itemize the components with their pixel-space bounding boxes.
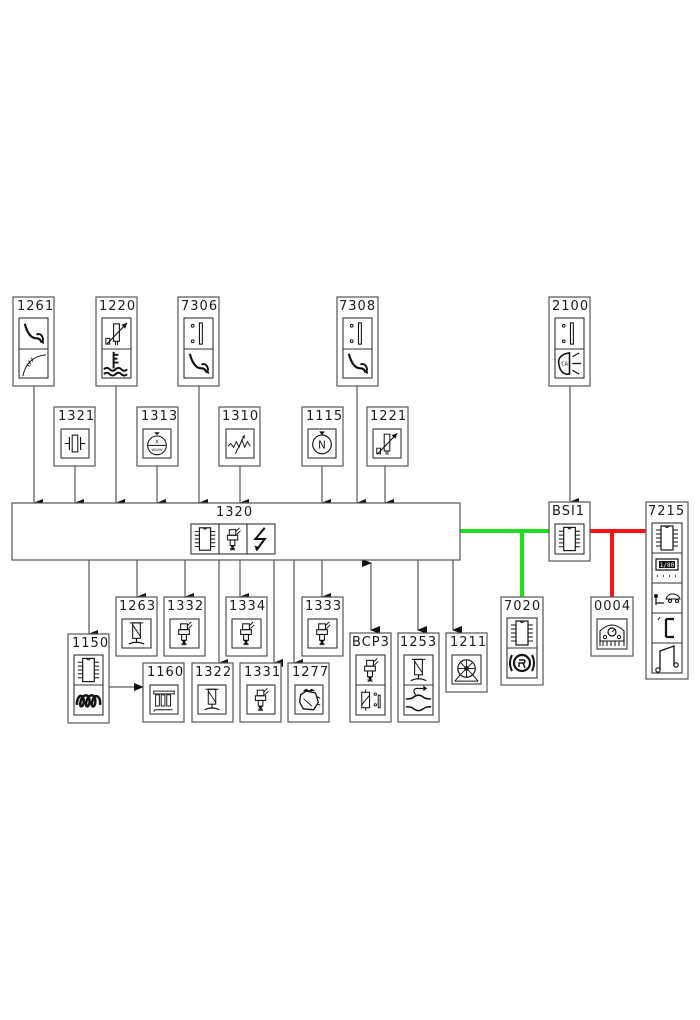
- component-bsi1[interactable]: BSI1: [548, 501, 591, 562]
- component-1253-label: 1253: [400, 635, 437, 650]
- component-1313[interactable]: 1313: [136, 406, 179, 467]
- component-7215-label: 7215: [648, 504, 685, 519]
- signal-wires: [33, 386, 579, 691]
- component-1333[interactable]: 1333: [301, 596, 344, 657]
- ecu-1320[interactable]: 1320: [11, 502, 461, 561]
- component-7308[interactable]: 7308: [336, 296, 379, 387]
- component-1331[interactable]: 1331: [239, 662, 282, 723]
- component-7306-label: 7306: [181, 299, 218, 314]
- component-1221[interactable]: 1221: [366, 406, 409, 467]
- component-1313-label: 1313: [141, 409, 178, 424]
- component-7306[interactable]: 7306: [177, 296, 220, 387]
- component-1332-label: 1332: [167, 599, 204, 614]
- component-1150-label: 1150: [72, 636, 109, 651]
- ecu-1320-label: 1320: [216, 505, 253, 520]
- component-1334-label: 1334: [229, 599, 266, 614]
- can-bus: [460, 529, 549, 597]
- component-1160[interactable]: 1160: [142, 662, 185, 723]
- component-1332[interactable]: 1332: [163, 596, 206, 657]
- component-1333-label: 1333: [305, 599, 342, 614]
- component-7020[interactable]: 7020: [500, 596, 544, 686]
- component-1115-label: 1115: [306, 409, 343, 424]
- component-bsi1-label: BSI1: [552, 504, 585, 519]
- component-bcp3[interactable]: BCP3: [349, 632, 392, 723]
- component-1321[interactable]: 1321: [53, 406, 96, 467]
- component-1221-label: 1221: [370, 409, 407, 424]
- component-1334[interactable]: 1334: [225, 596, 268, 657]
- component-1253[interactable]: 1253: [397, 632, 440, 723]
- component-1310[interactable]: 1310: [218, 406, 261, 467]
- component-1220[interactable]: 1220: [95, 296, 138, 387]
- component-1263-label: 1263: [119, 599, 156, 614]
- component-1261[interactable]: 1261: [12, 296, 55, 387]
- component-1322-label: 1322: [195, 665, 232, 680]
- component-1115[interactable]: 1115: [301, 406, 344, 467]
- component-1263[interactable]: 1263: [115, 596, 158, 657]
- component-1277[interactable]: 1277: [287, 662, 330, 723]
- component-1277-label: 1277: [292, 665, 329, 680]
- component-1150[interactable]: 1150: [67, 633, 110, 724]
- component-2100[interactable]: 2100: [548, 296, 591, 387]
- component-1211[interactable]: 1211: [445, 632, 488, 693]
- component-1331-label: 1331: [244, 665, 281, 680]
- component-1321-label: 1321: [58, 409, 95, 424]
- component-2100-label: 2100: [552, 299, 589, 314]
- component-7020-label: 7020: [504, 599, 541, 614]
- component-1220-label: 1220: [99, 299, 136, 314]
- component-0004-label: 0004: [594, 599, 631, 614]
- component-bcp3-label: BCP3: [352, 635, 390, 650]
- component-1310-label: 1310: [222, 409, 259, 424]
- component-1322[interactable]: 1322: [191, 662, 234, 723]
- component-1261-label: 1261: [17, 299, 54, 314]
- component-1160-label: 1160: [147, 665, 184, 680]
- component-7308-label: 7308: [339, 299, 376, 314]
- component-0004[interactable]: 0004: [590, 596, 634, 657]
- component-1211-label: 1211: [450, 635, 487, 650]
- van-bus: [590, 529, 646, 597]
- component-7215[interactable]: 7215: [645, 501, 689, 680]
